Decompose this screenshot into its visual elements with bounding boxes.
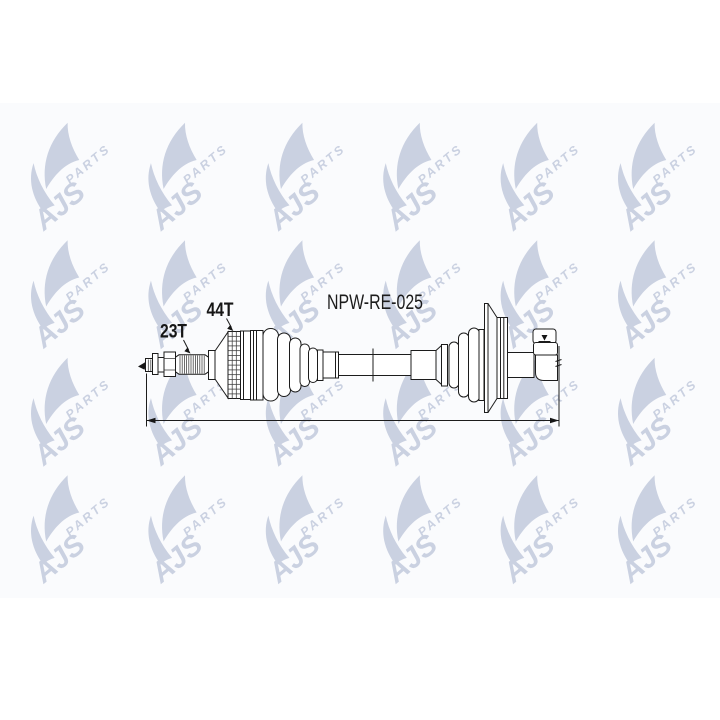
leader-arrow-23t-icon [184,347,191,354]
dimension-arrow-left-icon [146,417,156,424]
inner-joint-stub [507,328,562,381]
axle-shaft [322,345,442,385]
spline-count-label: 23T [160,321,187,343]
spline-section-23t [175,350,216,380]
part-number-label: NPW-RE-025 [327,291,423,314]
watermark-band [0,103,720,598]
spline-hatching [179,355,205,374]
abs-ring-44t [227,331,241,399]
drive-shaft-drawing [138,303,562,427]
inner-cv-boot [441,327,485,403]
inner-boot-clamp [441,344,448,387]
leader-arrow-44t-icon [227,324,234,331]
length-dimension [146,346,560,427]
left-axle-tip [138,351,176,377]
cap-arrow-icon [538,335,551,342]
outer-cv-boot [262,328,324,402]
abs-ring-count-label: 44T [207,299,234,321]
label-leaders [183,318,234,354]
outer-cv-joint-housing [240,330,264,401]
abs-ring-teeth-hatching [228,331,241,399]
dimension-arrow-right-icon [550,417,559,424]
tip-arrow-icon [138,361,147,370]
outer-boot-clamp [317,349,324,381]
